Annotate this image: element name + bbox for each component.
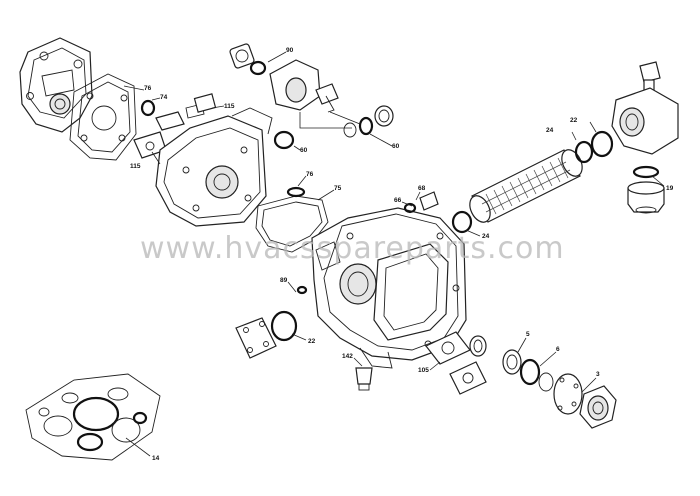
- drain-plug: [355, 367, 373, 391]
- callout-22-plate: 22: [308, 338, 316, 345]
- compressor-body: [311, 207, 467, 369]
- suction-valve-leaders: [267, 51, 393, 151]
- suction-service-valve: [574, 61, 679, 214]
- bearing-housing: [155, 107, 273, 227]
- callout-66: 66: [394, 197, 402, 204]
- callout-6: 6: [556, 346, 560, 353]
- callout-115-top: 115: [224, 103, 235, 110]
- oil-pump-cover: [19, 37, 93, 133]
- callout-60-right: 60: [392, 143, 400, 150]
- pump-small-parts: [133, 93, 217, 159]
- callout-68: 68: [418, 185, 426, 192]
- shaft-seal-assembly: [469, 335, 617, 429]
- callout-60-left: 60: [300, 147, 308, 154]
- callout-90: 90: [286, 47, 294, 54]
- callout-labels: 90 76 74 115 115 60 60 76 75 68 66 24 24…: [130, 47, 674, 462]
- callout-76-mid: 76: [306, 171, 314, 178]
- gasket-kit: [25, 373, 161, 461]
- strainer-screen: [469, 149, 583, 223]
- callout-14: 14: [152, 455, 160, 462]
- watermark: www.hvacsspareparts.com: [140, 231, 565, 266]
- side-cover-plate: [235, 285, 308, 359]
- leader-lines: [123, 85, 665, 393]
- callout-74: 74: [160, 94, 168, 101]
- callout-22-valve: 22: [570, 117, 578, 124]
- callout-105: 105: [418, 367, 429, 374]
- pump-gasket: [69, 73, 137, 161]
- flange-gaskets: [425, 331, 487, 395]
- callout-5: 5: [526, 331, 530, 338]
- callout-89: 89: [280, 277, 288, 284]
- callout-75: 75: [334, 185, 342, 192]
- callout-19: 19: [666, 185, 674, 192]
- top-fittings: [403, 191, 473, 234]
- callout-24-valve: 24: [546, 127, 554, 134]
- callout-142: 142: [342, 353, 353, 360]
- callout-115-bottom: 115: [130, 163, 141, 170]
- callout-24-strainer: 24: [482, 233, 490, 240]
- callout-76-top: 76: [144, 85, 152, 92]
- callout-3: 3: [596, 371, 600, 378]
- suction-valve-top: [229, 43, 394, 150]
